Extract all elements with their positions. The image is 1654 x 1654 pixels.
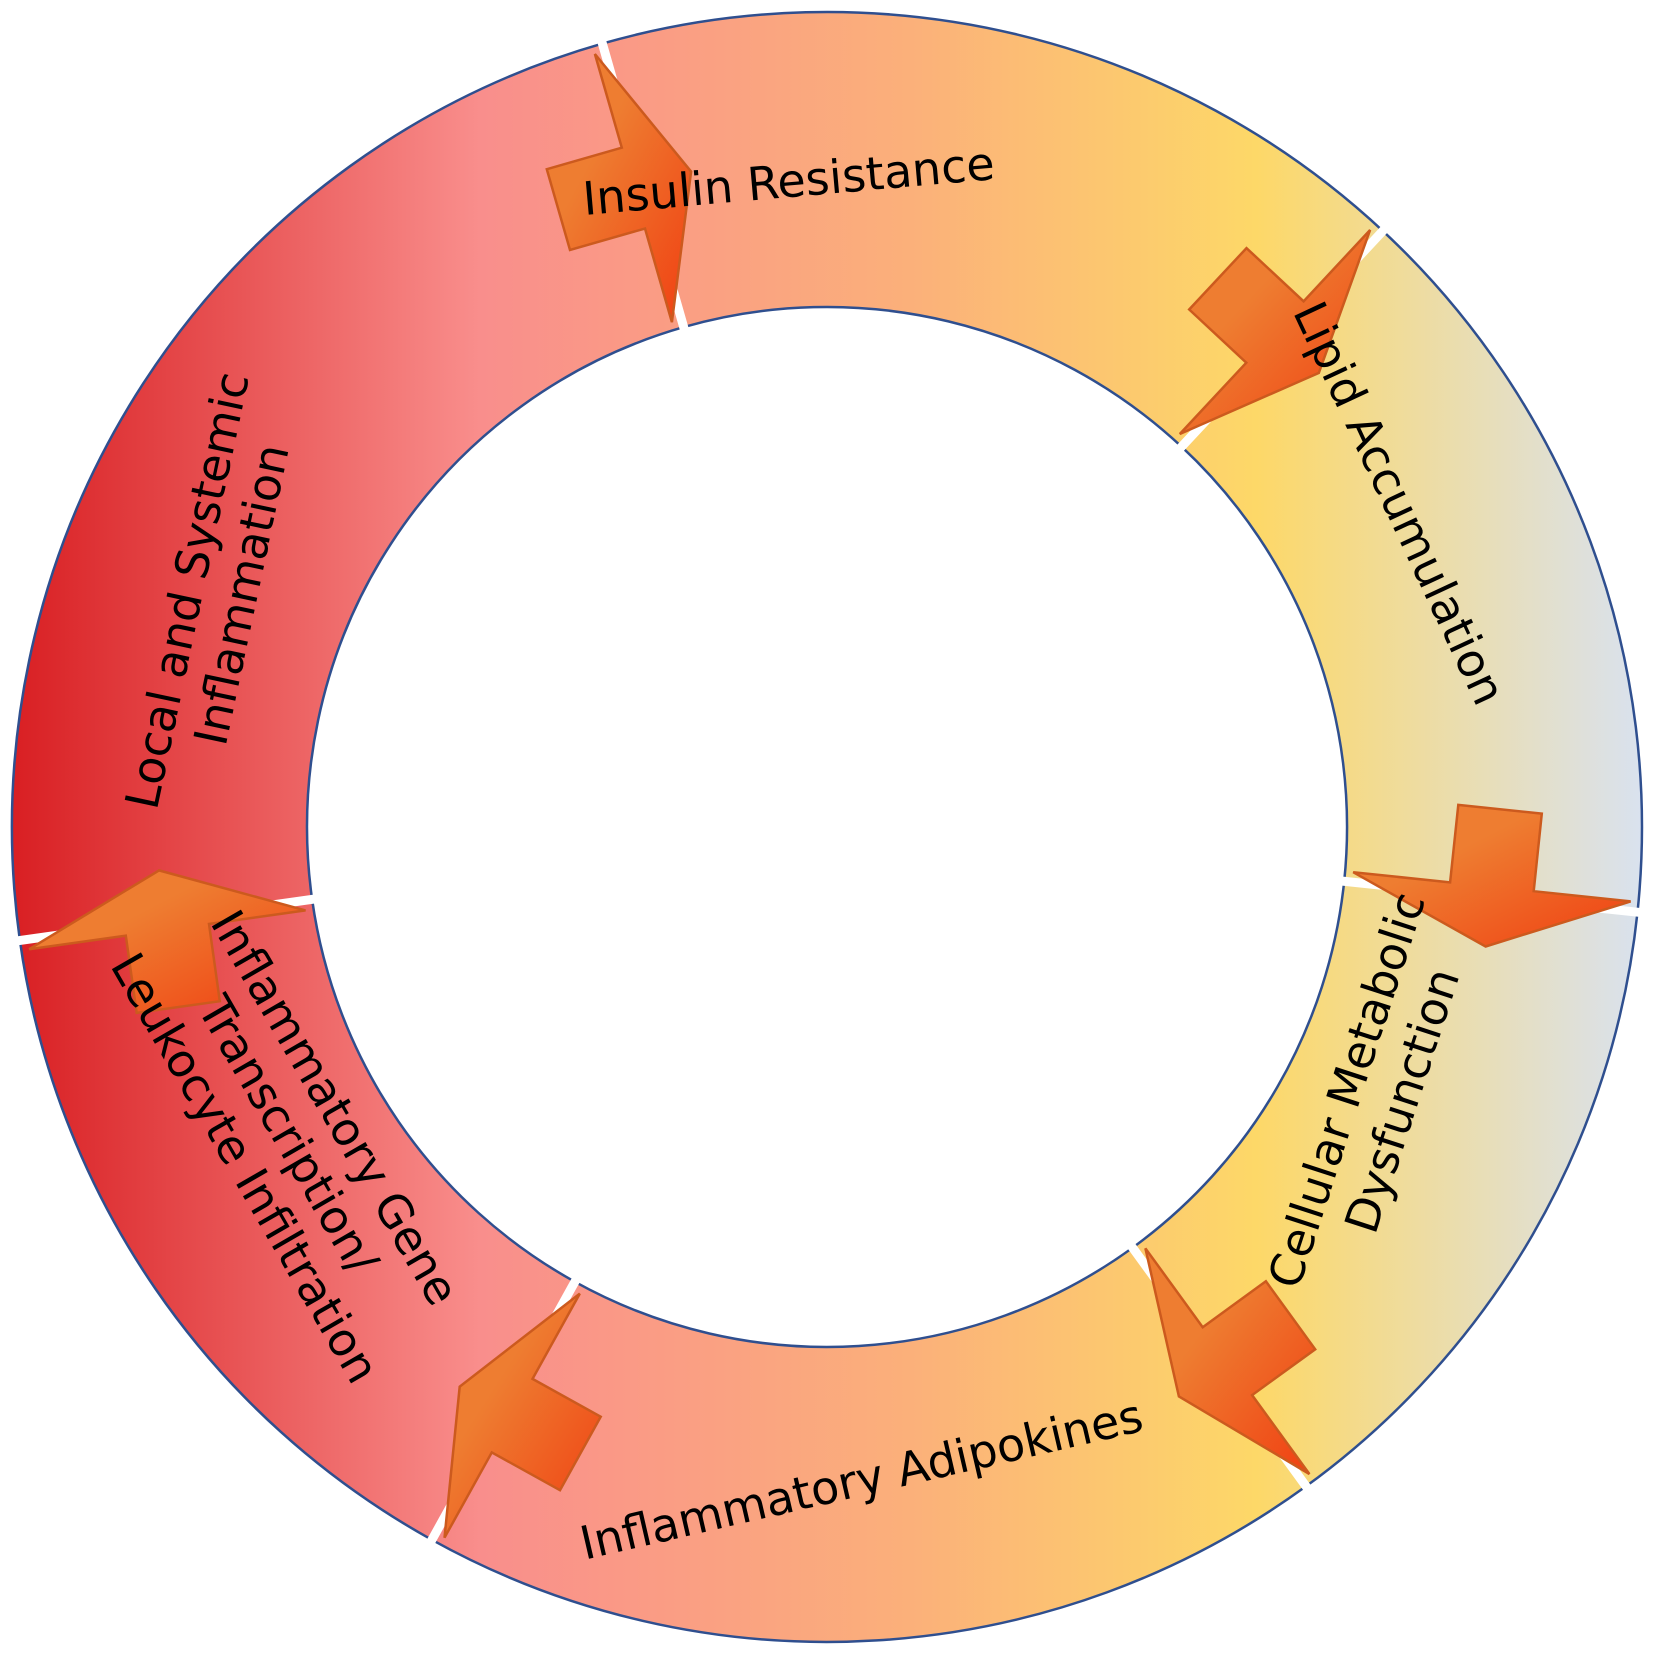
- transition-arrow-2: [1352, 803, 1631, 948]
- segment-inflammatory-adipokines: [431, 1247, 1306, 1642]
- segment-outline-inflammatory-gene-transcription: [18, 897, 577, 1542]
- transition-arrow-4: [443, 1292, 603, 1539]
- segment-outline-lipid-accumulation: [1179, 229, 1644, 914]
- segment-local-systemic-inflammation: [11, 43, 684, 941]
- transition-arrow-1: [1178, 229, 1372, 436]
- transition-arrow-5: [28, 869, 306, 1015]
- segment-lipid-accumulation: [1181, 230, 1642, 913]
- segment-outline-insulin-resistance: [600, 10, 1385, 449]
- segment-inflammatory-gene-transcription: [19, 899, 575, 1540]
- transition-arrow-3: [1144, 1247, 1317, 1476]
- ring-segments: [10, 10, 1644, 1644]
- transition-arrow-0: [545, 53, 693, 323]
- segment-outline-cellular-metabolic-dysfunction: [1130, 880, 1639, 1489]
- segment-insulin-resistance: [602, 12, 1383, 447]
- segment-outline-inflammatory-adipokines: [430, 1245, 1308, 1644]
- ring-arrows: [28, 53, 1631, 1539]
- segment-outline-local-systemic-inflammation: [10, 42, 686, 942]
